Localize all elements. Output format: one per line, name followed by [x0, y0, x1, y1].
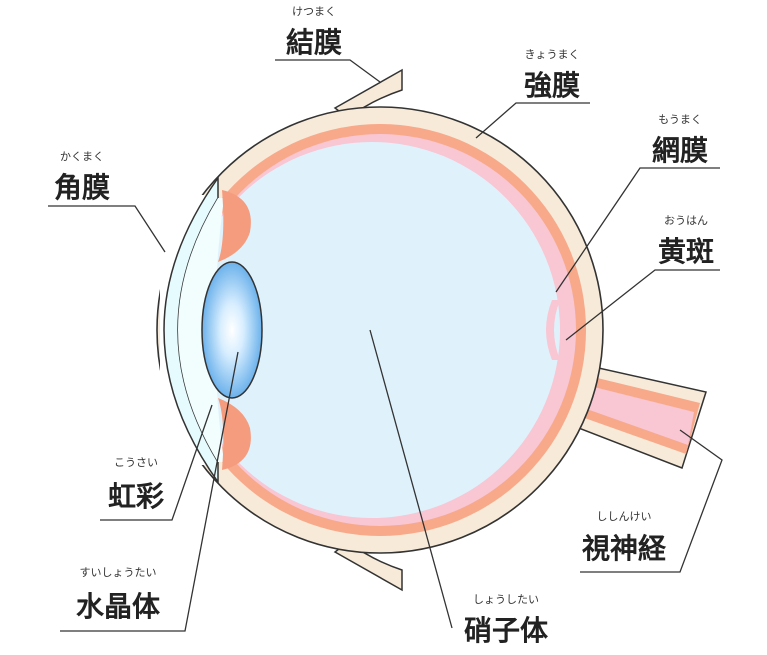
label-cornea: かくまく 角膜: [54, 150, 110, 204]
leader-sclera: [475, 102, 590, 139]
term-vitreous: 硝子体: [464, 614, 549, 647]
label-retina: もうまく 網膜: [652, 113, 708, 167]
leader-iris: [100, 404, 213, 521]
leader-retina: [555, 167, 720, 293]
leader-lens: [60, 351, 239, 632]
ruby-macula: おうはん: [664, 214, 708, 227]
macula-area: [546, 300, 560, 360]
leader-cornea: [48, 205, 166, 253]
label-optic-nerve: ししんけい 視神経: [582, 510, 667, 565]
term-retina: 網膜: [652, 134, 708, 167]
label-sclera: きょうまく 強膜: [524, 48, 580, 102]
iris-upper: [218, 190, 251, 262]
lens: [201, 261, 263, 399]
ruby-optic-nerve: ししんけい: [597, 510, 652, 523]
leader-optic-nerve: [580, 429, 723, 573]
term-optic-nerve: 視神経: [582, 532, 667, 565]
term-cornea: 角膜: [54, 171, 110, 204]
leader-conjunctiva: [275, 59, 381, 83]
anterior-chamber: [178, 198, 224, 462]
ruby-lens: すいしょうたい: [80, 566, 157, 579]
leader-macula: [565, 269, 720, 341]
term-macula: 黄斑: [658, 235, 714, 268]
label-conjunctiva: けつまく 結膜: [286, 5, 342, 59]
label-vitreous: しょうしたい 硝子体: [464, 593, 549, 647]
leader-vitreous: [369, 329, 453, 629]
ruby-sclera: きょうまく: [525, 48, 580, 61]
ruby-iris: こうさい: [114, 456, 158, 469]
vitreous-body: [184, 142, 560, 518]
ruby-cornea: かくまく: [60, 150, 104, 163]
ruby-conjunctiva: けつまく: [292, 5, 336, 18]
term-conjunctiva: 結膜: [286, 26, 342, 59]
ruby-retina: もうまく: [658, 113, 702, 126]
term-sclera: 強膜: [524, 69, 580, 102]
term-lens: 水晶体: [76, 590, 161, 623]
label-lens: すいしょうたい 水晶体: [76, 566, 161, 623]
label-iris: こうさい 虹彩: [108, 456, 164, 513]
ruby-vitreous: しょうしたい: [473, 593, 539, 606]
label-macula: おうはん 黄斑: [658, 214, 714, 268]
term-iris: 虹彩: [108, 480, 164, 513]
